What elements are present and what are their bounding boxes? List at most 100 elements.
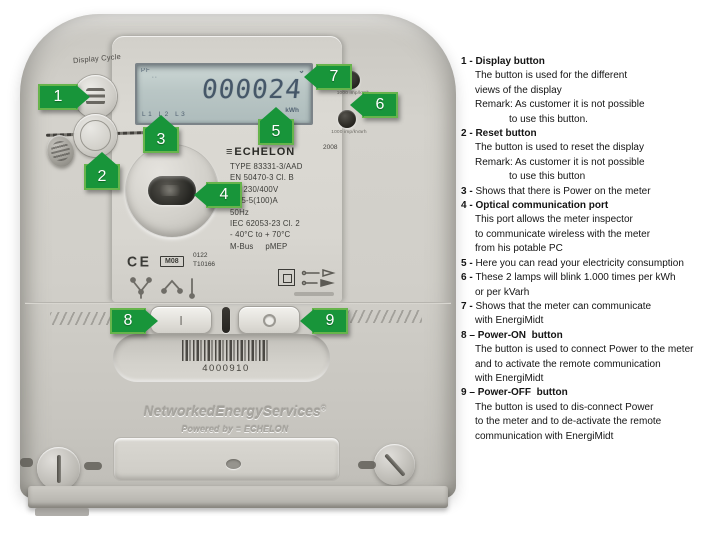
cover-screw-hole — [226, 459, 241, 469]
legend-line: to use this button. — [509, 113, 588, 125]
legend-line: with EnergiMidt — [475, 372, 544, 384]
class-ii-insulation-icon — [278, 269, 295, 286]
wiring-diagram-icons — [130, 277, 195, 299]
meter-base — [28, 486, 448, 508]
approval-mark: M08 — [160, 256, 184, 267]
callout-number: 1 — [53, 88, 63, 105]
legend-item-title: 8 – Power-ON button — [461, 329, 719, 343]
legend-item-title-text: Here you can read your electricity consu… — [475, 257, 684, 269]
barcode — [182, 340, 270, 361]
impulse-lamp-kvarh-label: 1000 imp/kVarh — [331, 129, 367, 135]
legend-item-number: 1 - — [461, 56, 476, 67]
legend-line: views of the display — [475, 84, 562, 96]
powered-brand-text: ECHELON — [244, 424, 289, 434]
lcd-unit-label: kWh — [285, 107, 299, 114]
legend-item-title-text: Shows that there is Power on the meter — [475, 185, 651, 197]
legend-line: communication with EnergiMidt — [475, 430, 614, 442]
nameplate-line: TYPE 83331-3/AAD — [230, 162, 303, 171]
ce-mark: CE — [127, 252, 152, 270]
legend-item-title-text: Display button — [475, 56, 545, 67]
nameplate-line: - 40°C to + 70°C — [230, 230, 291, 240]
legend-item-number: 5 - — [461, 257, 476, 269]
base-foot-shadow — [35, 508, 89, 516]
brand-name: ECHELON — [234, 146, 296, 158]
legend-item-title: 9 – Power-OFF button — [461, 386, 719, 400]
legend-line: and to activate the remote communication — [475, 358, 661, 370]
legend-item-title: 3 - Shows that there is Power on the met… — [461, 185, 719, 199]
legend-item-number: 8 – — [461, 329, 478, 341]
legend-item-title: 7 - Shows that the meter can communicate — [461, 300, 719, 314]
nameplate-line: 50Hz — [230, 207, 250, 217]
lcd-mode-indicator: PF — [141, 68, 151, 74]
echelon-logo-small-icon: ≡ — [235, 424, 242, 434]
legend-line: This port allows the meter inspector — [475, 214, 633, 226]
legend-item-title: 2 - Reset button — [461, 127, 719, 141]
optical-port-lens — [148, 176, 196, 205]
legend-line: with EnergiMidt — [475, 315, 544, 327]
legend-item-number: 9 – — [461, 387, 478, 399]
brand-line: ≡ECHELON — [226, 142, 326, 160]
certification-code-1: 0122 — [193, 252, 208, 259]
legend-line: The button is used for the different — [475, 70, 628, 82]
power-on-symbol: I — [179, 312, 183, 328]
case-seam — [25, 302, 451, 304]
callout-badge-9: 9 — [312, 308, 348, 334]
legend-item-title-text: Power-ON button — [477, 329, 563, 341]
mount-tab — [20, 458, 33, 467]
legend-item-number: 7 - — [461, 300, 476, 312]
callout-number: 8 — [123, 312, 133, 329]
nameplate-line: 0.25-5(100)A — [230, 196, 278, 206]
legend-item-7: 7 - Shows that the meter can communicate… — [461, 300, 719, 329]
legend-item-title: 6 - These 2 lamps will blink 1.000 times… — [461, 271, 719, 285]
certification-code-2: T10166 — [193, 260, 216, 268]
display-button-bars-icon — [86, 88, 105, 105]
legend-line: Remark: As customer it is not possible — [475, 99, 645, 111]
nes-brand-embossed: NetworkedEnergyServices® — [132, 404, 338, 419]
legend-item-title: 4 - Optical communication port — [461, 199, 719, 213]
mount-tab — [84, 462, 102, 470]
callout-badge-1: 1 — [38, 84, 78, 110]
legend-item-title-text: Power-OFF button — [477, 387, 568, 399]
legend-item-5: 5 - Here you can read your electricity c… — [461, 257, 719, 271]
legend-item-title-text: Shows that the meter can communicate — [475, 300, 652, 312]
callout-badge-6: 6 — [362, 92, 398, 118]
legend-line: to use this button — [509, 171, 586, 183]
legend-line: The button is used to reset the display — [475, 142, 644, 154]
power-off-symbol — [262, 313, 276, 327]
legend-item-title-text: Optical communication port — [475, 200, 609, 212]
callout-number: 3 — [156, 131, 166, 148]
callout-number: 9 — [325, 312, 335, 329]
callout-badge-5: 5 — [258, 119, 294, 145]
power-on-button: I — [150, 306, 212, 334]
callout-badge-4: 4 — [206, 182, 242, 208]
nameplate-line: M-Bus pMEP — [230, 241, 288, 251]
reset-button — [74, 114, 117, 157]
serial-number: 4000910 — [202, 363, 250, 374]
legend-item-number: 4 - — [461, 200, 476, 212]
legend-line: to the meter and to de-activate the remo… — [475, 416, 662, 428]
callout-number: 7 — [329, 68, 339, 85]
callout-number: 5 — [271, 123, 281, 140]
screw-left — [37, 447, 80, 490]
callout-number: 6 — [375, 96, 385, 113]
callout-badge-7: 7 — [316, 64, 352, 90]
echelon-logo-icon: ≡ — [226, 146, 233, 158]
screw-slot — [56, 454, 61, 483]
registered-mark: ® — [320, 405, 327, 413]
nes-brand-text: NetworkedEnergyServices — [143, 404, 321, 419]
legend-item-6: 6 - These 2 lamps will blink 1.000 times… — [461, 271, 719, 300]
disconnect-arrow-icons — [301, 268, 336, 287]
callout-badge-2: 2 — [84, 164, 120, 190]
nameplate-line: IEC 62053-23 Cl. 2 — [230, 219, 300, 229]
indicator-slot — [222, 307, 230, 333]
nameplate-line: 3 x 230/400V — [230, 184, 279, 194]
legend-line: The button is used to connect Power to t… — [475, 344, 694, 356]
legend-item-title: 1 - Display button — [461, 55, 719, 69]
legend-item-title-text: These 2 lamps will blink 1.000 times per… — [475, 272, 676, 284]
